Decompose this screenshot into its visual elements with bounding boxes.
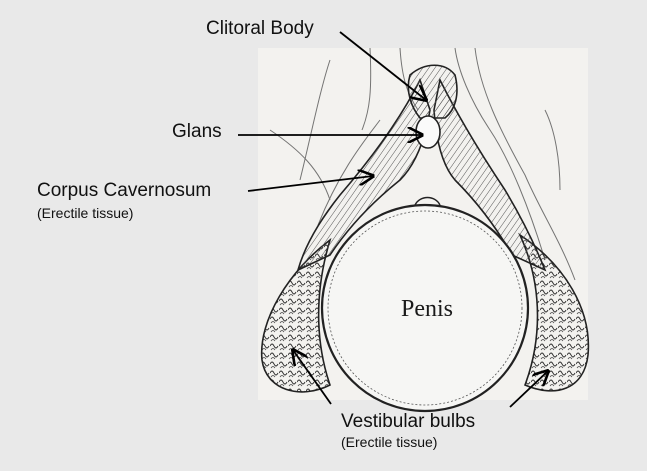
penis-cross-section: [320, 203, 530, 413]
label-vestibular-bulbs-note: (Erectile tissue): [341, 434, 438, 450]
arrow-vestibular-bulb-left: [293, 350, 332, 405]
vestibular-bulb-right: [518, 232, 590, 392]
label-corpus-cavernosum: Corpus Cavernosum: [37, 180, 212, 201]
label-clitoral-body: Clitoral Body: [206, 18, 314, 39]
glans: [415, 115, 441, 149]
arrow-clitoral-body: [339, 31, 426, 100]
label-arrows: [238, 31, 548, 408]
corpus-cavernosum-right: [433, 77, 547, 272]
label-corpus-cavernosum-note: (Erectile tissue): [37, 205, 134, 221]
arrow-vestibular-bulb-right: [509, 371, 548, 408]
penis-cross-section-inner: [327, 210, 523, 406]
label-penis: Penis: [401, 296, 454, 322]
vestibular-bulb-left: [260, 237, 332, 393]
label-glans: Glans: [172, 121, 222, 142]
arrow-corpus-cavernosum: [247, 176, 373, 192]
frenulum-fold: [414, 196, 441, 206]
label-vestibular-bulbs: Vestibular bulbs: [341, 411, 476, 432]
